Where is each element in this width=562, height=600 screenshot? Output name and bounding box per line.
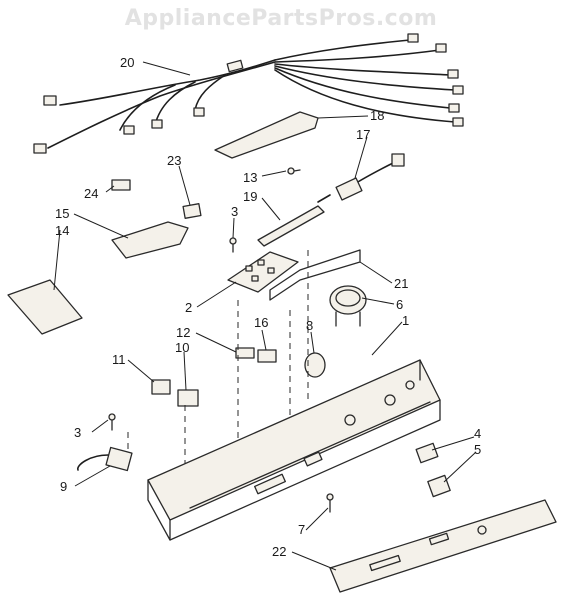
cover-part-15 xyxy=(111,221,189,259)
screw-part-3-upper xyxy=(229,237,237,253)
callout-24: 24 xyxy=(84,186,98,201)
leader-lines xyxy=(53,61,477,571)
callout-21: 21 xyxy=(394,276,408,291)
callout-9: 9 xyxy=(60,479,67,494)
callout-10: 10 xyxy=(175,340,189,355)
cover-part-18 xyxy=(214,111,319,159)
knob-part-8 xyxy=(304,352,326,378)
switch-part-9 xyxy=(77,446,133,472)
motor-part-6 xyxy=(329,285,367,327)
callout-2: 2 xyxy=(185,300,192,315)
screw-part-13 xyxy=(287,167,301,175)
panel-part-14 xyxy=(7,279,83,335)
callout-17: 17 xyxy=(356,127,370,142)
rocker-part-5 xyxy=(427,474,451,498)
callout-18: 18 xyxy=(370,108,384,123)
watermark-text: AppliancePartsPros.com xyxy=(124,6,438,31)
callout-7: 7 xyxy=(298,522,305,537)
callout-3a: 3 xyxy=(231,204,238,219)
callout-15: 15 xyxy=(55,206,69,221)
callout-13: 13 xyxy=(243,170,257,185)
callout-labels: 20 18 17 23 13 24 19 15 3 14 21 6 2 16 8… xyxy=(55,55,481,559)
callout-5: 5 xyxy=(474,442,481,457)
front-panel-part-22 xyxy=(329,499,557,593)
callout-23: 23 xyxy=(167,153,181,168)
callout-12: 12 xyxy=(176,325,190,340)
callout-20: 20 xyxy=(120,55,134,70)
clip-part-24 xyxy=(111,179,131,191)
cord-part-17 xyxy=(317,153,405,203)
callout-6: 6 xyxy=(396,297,403,312)
callout-8: 8 xyxy=(306,318,313,333)
callout-14: 14 xyxy=(55,223,69,238)
callout-19: 19 xyxy=(243,189,257,204)
screw-part-7 xyxy=(326,493,334,513)
callout-11: 11 xyxy=(112,352,126,367)
switch-part-4 xyxy=(415,442,439,464)
callout-3b: 3 xyxy=(74,425,81,440)
control-board-part-2 xyxy=(227,251,299,293)
bracket-part-23 xyxy=(182,203,202,219)
switch-part-12 xyxy=(235,347,255,359)
callout-1: 1 xyxy=(402,313,409,328)
switch-part-11 xyxy=(151,379,171,395)
wire-harness xyxy=(33,33,464,154)
housing-part-1 xyxy=(147,359,441,541)
screw-part-3-lower xyxy=(108,413,116,431)
callout-22: 22 xyxy=(272,544,286,559)
callout-4: 4 xyxy=(474,426,481,441)
switch-part-16 xyxy=(257,349,277,363)
sensor-tube-part-19 xyxy=(257,205,325,247)
bracket-part-10 xyxy=(177,389,199,407)
callout-16: 16 xyxy=(254,315,268,330)
